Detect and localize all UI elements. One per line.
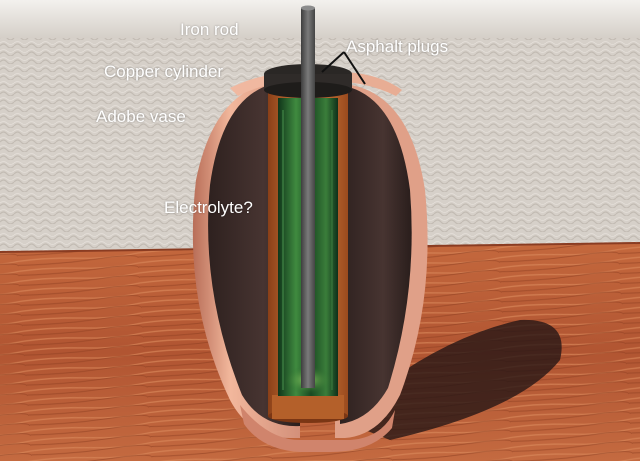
label-electrolyte: Electrolyte? [164,198,253,217]
vase-rim-right [345,72,402,96]
label-adobe-vase: Adobe vase [96,107,186,126]
label-asphalt-plugs: Asphalt plugs [346,37,449,56]
sky [0,0,640,40]
label-copper-cylinder: Copper cylinder [104,62,224,81]
iron-rod [301,5,315,388]
asphalt-pointer-line-2 [343,51,366,85]
label-iron-rod: Iron rod [180,20,239,39]
asphalt-pointer-line-1 [321,51,345,73]
adobe-vase-interior-right [340,86,412,424]
adobe-vase-base [240,405,395,452]
vase-shadow [340,319,562,440]
